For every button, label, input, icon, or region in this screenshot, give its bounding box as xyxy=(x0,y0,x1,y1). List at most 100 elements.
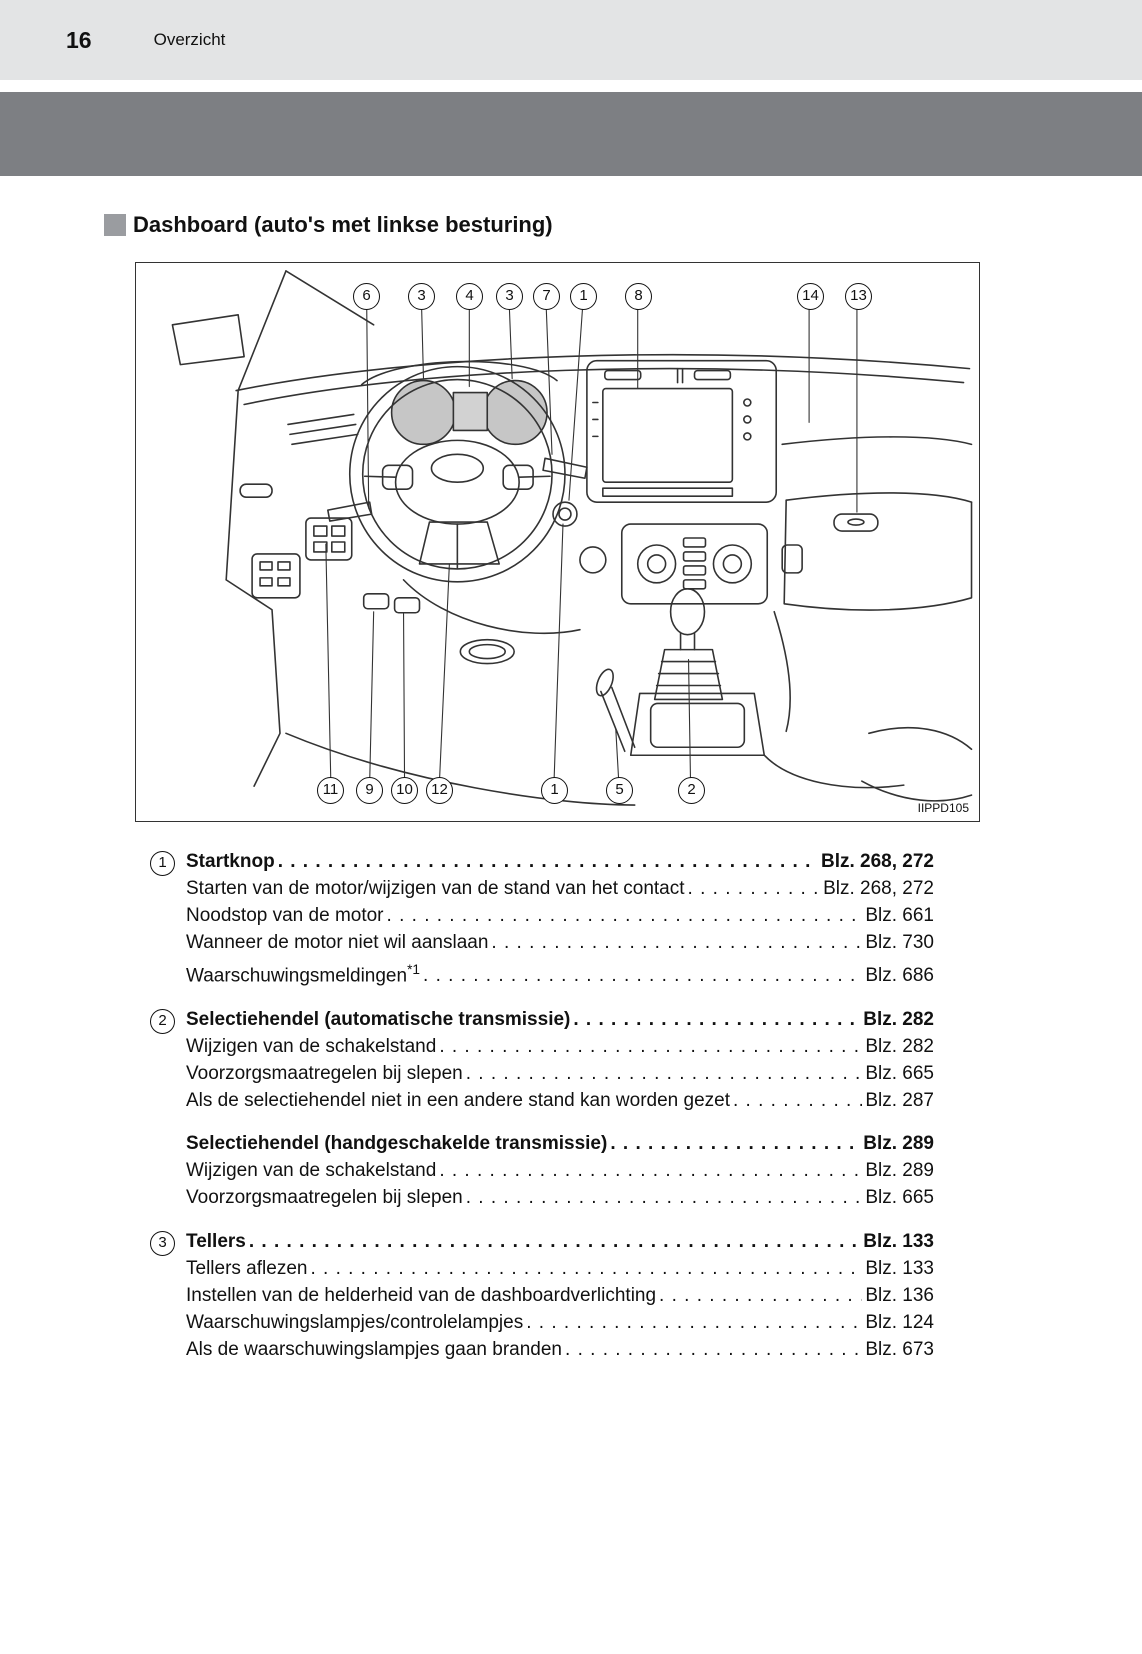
section-title: Overzicht xyxy=(153,30,226,49)
center-display xyxy=(586,359,778,503)
page-title-text: Dashboard (auto's met linkse besturing) xyxy=(133,212,553,237)
callout-8: 8 xyxy=(625,283,652,310)
leader-dots xyxy=(659,1282,862,1309)
entry-title: Tellers xyxy=(186,1231,246,1253)
callout-4: 4 xyxy=(456,283,483,310)
cup-holder xyxy=(459,638,515,665)
entry-title: Selectiehendel (handgeschakelde transmis… xyxy=(186,1133,608,1155)
left-stalk xyxy=(327,501,373,522)
toc-entry: Voorzorgsmaatregelen bij slepen Blz. 665 xyxy=(186,1184,934,1211)
toc-entry: Als de selectiehendel niet in een andere… xyxy=(186,1087,934,1114)
entry-text: Als de selectiehendel niet in een andere… xyxy=(186,1090,730,1112)
toc-entry: Als de waarschuwingslampjes gaan branden… xyxy=(186,1336,934,1363)
leader-dots xyxy=(278,848,818,875)
engine-start-switch xyxy=(552,501,578,527)
legend-list: 1 Startknop Blz. 268, 272 Starten van de… xyxy=(150,848,934,1363)
toc-entry: Tellers Blz. 133 xyxy=(186,1228,934,1255)
callout-13: 13 xyxy=(845,283,872,310)
toc-entry: Tellers aflezen Blz. 133 xyxy=(186,1255,934,1282)
leader-dots xyxy=(387,902,863,929)
leader-dots xyxy=(466,1060,863,1087)
leader-dots xyxy=(439,1157,862,1184)
entry-text: Wijzigen van de schakelstand xyxy=(186,1160,437,1182)
column-lever-left xyxy=(362,593,390,610)
dial-knob xyxy=(579,546,607,574)
entry-page: Blz. 686 xyxy=(865,965,934,987)
entry-page: Blz. 268, 272 xyxy=(820,851,934,872)
right-stalk xyxy=(542,457,588,480)
callout-1b: 1 xyxy=(541,777,568,804)
callout-12: 12 xyxy=(426,777,453,804)
callout-11: 11 xyxy=(317,777,344,804)
toc-entry: Wanneer de motor niet wil aanslaan Blz. … xyxy=(186,929,934,956)
callout-14: 14 xyxy=(797,283,824,310)
entry-text: Wijzigen van de schakelstand xyxy=(186,1036,437,1058)
leader-dots xyxy=(526,1309,862,1336)
glove-box xyxy=(781,436,973,611)
entry-text: Noodstop van de motor xyxy=(186,905,384,926)
entry-text: Starten van de motor/wijzigen van de sta… xyxy=(186,878,685,899)
entry-text: Tellers aflezen xyxy=(186,1258,308,1280)
leader-dots xyxy=(610,1130,860,1157)
toc-entry: Selectiehendel (automatische transmissie… xyxy=(186,1006,934,1033)
door-handle xyxy=(239,483,273,498)
callout-2: 2 xyxy=(678,777,705,804)
leader-dots xyxy=(439,1033,862,1060)
entry-title: Startknop xyxy=(186,851,275,872)
entry-page: Blz. 673 xyxy=(865,1339,934,1361)
dashboard-illustration xyxy=(171,270,973,806)
figure-code: IIPPD105 xyxy=(917,801,969,815)
callout-leader-lines xyxy=(325,302,858,783)
entry-text: Als de waarschuwingslampjes gaan branden xyxy=(186,1339,563,1361)
entry-page: Blz. 282 xyxy=(865,1036,934,1058)
toc-entry: Selectiehendel (handgeschakelde transmis… xyxy=(186,1130,934,1157)
leader-dots xyxy=(466,1184,863,1211)
leader-dots xyxy=(249,1228,860,1255)
entry-page: Blz. 665 xyxy=(865,1063,934,1085)
page-header: 16 Overzicht xyxy=(0,0,1142,80)
item-number-badge: 3 xyxy=(150,1231,175,1257)
callout-10: 10 xyxy=(391,777,418,804)
entry-page: Blz. 136 xyxy=(865,1285,934,1307)
callout-6: 6 xyxy=(353,283,380,310)
dashboard-figure: 6 3 4 3 7 1 8 14 13 11 9 10 12 1 5 2 IIP… xyxy=(135,262,980,822)
footnote-marker: *1 xyxy=(407,962,421,977)
toc-entry: Starten van de motor/wijzigen van de sta… xyxy=(186,875,934,902)
legend-item-2: 2 Selectiehendel (automatische transmiss… xyxy=(150,1006,934,1211)
toc-entry: Wijzigen van de schakelstand Blz. 289 xyxy=(186,1157,934,1184)
column-lever-right xyxy=(393,597,421,614)
hazard-switch xyxy=(781,544,803,574)
item-number-badge: 1 xyxy=(150,851,175,876)
callout-3b: 3 xyxy=(496,283,523,310)
callout-9: 9 xyxy=(356,777,383,804)
legend-item-3: 3 Tellers Blz. 133 Tellers aflezen Blz. … xyxy=(150,1228,934,1363)
callout-5: 5 xyxy=(606,777,633,804)
entry-page: Blz. 268, 272 xyxy=(823,878,934,899)
heading-square-icon xyxy=(104,214,126,236)
callout-3a: 3 xyxy=(408,283,435,310)
entry-text: Waarschuwingsmeldingen*1 xyxy=(186,962,421,987)
toc-entry: Waarschuwingsmeldingen*1 Blz. 686 xyxy=(186,956,934,989)
leader-dots xyxy=(310,1255,862,1282)
entry-page: Blz. 133 xyxy=(863,1231,934,1253)
toc-entry: Instellen van de helderheid van de dashb… xyxy=(186,1282,934,1309)
entry-page: Blz. 287 xyxy=(865,1090,934,1112)
leader-dots xyxy=(573,1006,860,1033)
entry-page: Blz. 289 xyxy=(863,1133,934,1155)
toc-entry: Noodstop van de motor Blz. 661 xyxy=(186,902,934,929)
legend-item-1: 1 Startknop Blz. 268, 272 Starten van de… xyxy=(150,848,934,989)
door-mirror xyxy=(171,314,245,366)
entry-text: Voorzorgsmaatregelen bij slepen xyxy=(186,1063,463,1085)
leader-dots xyxy=(565,1336,862,1363)
toc-entry: Waarschuwingslampjes/controlelampjes Blz… xyxy=(186,1309,934,1336)
steering-column xyxy=(418,521,501,565)
dash-switch-panel xyxy=(305,517,353,561)
climate-controls xyxy=(620,523,769,605)
entry-page: Blz. 133 xyxy=(865,1258,934,1280)
entry-page: Blz. 282 xyxy=(863,1009,934,1031)
gear-shifter xyxy=(629,588,766,757)
entry-page: Blz. 665 xyxy=(865,1187,934,1209)
entry-page: Blz. 289 xyxy=(865,1160,934,1182)
entry-page: Blz. 730 xyxy=(865,932,934,953)
entry-page: Blz. 661 xyxy=(865,905,934,926)
